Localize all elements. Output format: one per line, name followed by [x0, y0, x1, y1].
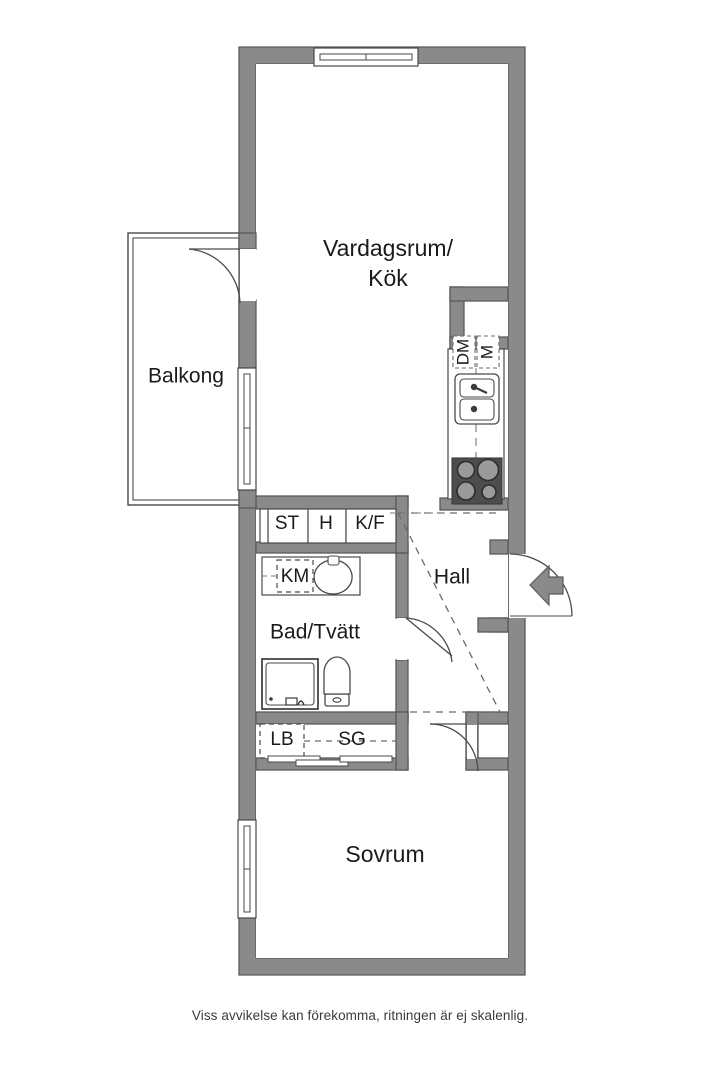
wall-kitchen-niche-top	[449, 286, 509, 302]
label-closet-kf: K/F	[355, 513, 385, 534]
wall-hall-bedroom-bottom	[465, 757, 509, 771]
door-balcony	[188, 248, 241, 304]
door-bathroom-leaf	[405, 617, 453, 657]
closet-lb-leaf	[267, 755, 321, 763]
label-closet-h: H	[319, 513, 333, 534]
door-bathroom	[405, 617, 453, 663]
entry-arrow-icon	[529, 564, 564, 607]
washbasin-tap	[327, 555, 340, 566]
appliance-box-dm	[452, 335, 476, 369]
shower-head-arm	[297, 700, 305, 706]
door-balcony-arc	[188, 248, 241, 304]
closet-box-edge	[259, 508, 269, 544]
closet-labels: ST H K/F LB SG	[270, 513, 384, 750]
door-bedroom	[429, 723, 479, 772]
wall-entry-step	[477, 617, 509, 633]
wall-balcony-stub-bottom	[238, 489, 257, 509]
closet-row-upper	[259, 508, 397, 544]
toilet-cistern	[324, 693, 350, 707]
shower-tray	[261, 658, 319, 710]
balkong-inner-outline	[132, 237, 242, 501]
closet-box-kf	[345, 508, 397, 544]
label-vardagsrum-kok-line1: Vardagsrum/	[323, 235, 454, 261]
dash-hall-diagonal	[397, 512, 501, 713]
doorway-gaps	[240, 249, 526, 759]
room-labels: Vardagsrum/ Kök Balkong Hall Bad/Tvätt S…	[148, 235, 470, 867]
door-entry	[509, 553, 573, 617]
label-closet-sg: SG	[338, 729, 365, 750]
kitchen-run	[390, 335, 505, 514]
wall-balcony-stub-top	[238, 232, 257, 250]
toilet-flush	[332, 697, 342, 703]
door-bedroom-arc	[429, 723, 479, 772]
doors-group	[188, 248, 573, 772]
label-balkong: Balkong	[148, 365, 224, 388]
closet-box-lb	[259, 723, 305, 759]
gap-bedroom-door	[467, 723, 477, 759]
wall-balcony-stub-mid	[238, 299, 257, 369]
label-vardagsrum-kok-line2: Kök	[368, 265, 408, 291]
label-hall: Hall	[434, 566, 470, 589]
closet-row-lower	[259, 723, 396, 767]
window-living-top	[313, 47, 419, 67]
closet-box-h	[307, 508, 347, 544]
kitchen-sink-fixture	[454, 373, 500, 425]
bathroom-fixtures	[261, 555, 361, 710]
label-closet-lb: LB	[270, 729, 293, 750]
closet-sg-leaf	[339, 755, 393, 763]
window-balcony	[237, 367, 257, 491]
wall-bath-right-upper	[395, 552, 409, 619]
appliance-box-km	[276, 559, 314, 593]
wall-closet-top	[255, 495, 409, 510]
appliance-box-m	[476, 335, 500, 369]
label-bad-tvatt: Bad/Tvätt	[270, 621, 360, 644]
label-appliance-km: KM	[281, 566, 310, 587]
wall-lbsg-right	[395, 711, 409, 771]
shower-mixer	[285, 697, 298, 706]
burner-back-right	[476, 458, 500, 482]
door-bathroom-arc	[406, 617, 453, 663]
wall-closet-bottom	[255, 541, 409, 554]
wall-hall-left-upper	[395, 495, 409, 554]
wall-entry-jog-top	[489, 539, 509, 555]
label-closet-st: ST	[275, 513, 300, 534]
burner-back-left	[456, 460, 476, 480]
balkong-area	[127, 232, 247, 506]
wall-bath-right-lower	[395, 659, 409, 719]
washbasin-bowl	[313, 559, 353, 595]
burner-front-right	[481, 484, 497, 500]
label-appliance-m: M	[477, 345, 496, 359]
windows-group	[237, 47, 419, 919]
toilet-bowl	[323, 656, 351, 695]
label-appliance-dm: DM	[453, 339, 472, 365]
window-balcony-pane	[243, 373, 251, 485]
gap-bathroom-door	[397, 618, 407, 660]
sink-drain-large	[470, 405, 478, 413]
closet-lb-leaf2	[295, 759, 349, 767]
wall-bath-bottom	[255, 711, 409, 725]
appliance-labels: DM M KM	[281, 339, 497, 587]
burner-front-left	[456, 481, 476, 501]
gap-balcony-door	[240, 249, 256, 301]
toilet-fixture	[323, 656, 351, 707]
shower-drain	[269, 697, 273, 701]
bathroom-washbasin	[313, 555, 353, 595]
gap-entry-door	[509, 554, 526, 618]
sink-faucet	[473, 386, 488, 394]
entry-arrow-shape	[529, 564, 564, 607]
cooktop-fixture	[451, 457, 503, 505]
disclaimer-note: Viss avvikelse kan förekomma, ritningen …	[191, 1008, 529, 1023]
window-bedroom	[237, 819, 257, 919]
label-sovrum: Sovrum	[345, 841, 424, 867]
door-entry-arc	[509, 553, 573, 617]
